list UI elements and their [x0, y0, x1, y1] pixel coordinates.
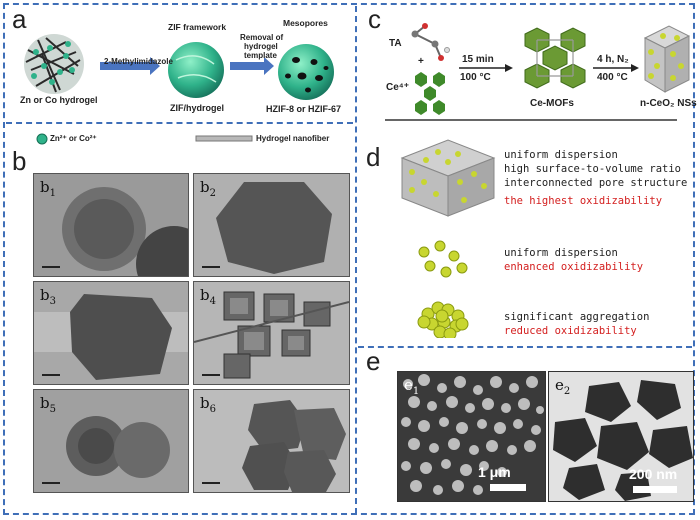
- e1-scale-bar: [490, 484, 526, 491]
- arrow-c1-head: [505, 64, 513, 72]
- d-group1-line1: uniform dispersion: [504, 149, 618, 161]
- hzif-label: HZIF-8 or HZIF-67: [266, 104, 342, 114]
- e2-texture: [553, 380, 693, 501]
- nanofiber-legend-icon: [195, 135, 253, 142]
- mof-label: Ce-MOFs: [530, 98, 574, 109]
- arrow-1: [100, 57, 160, 75]
- ion-legend-icon: [36, 133, 48, 145]
- arrow-c2-head: [631, 64, 639, 72]
- tem-image-b4: b4: [193, 281, 350, 385]
- legend-fiber-label: Hydrogel nanofiber: [256, 134, 330, 143]
- ta-molecule-icon: [411, 23, 450, 61]
- b1-label: b1: [40, 178, 56, 199]
- step2-bottom-label: 400 °C: [597, 72, 628, 83]
- legend-icons: [36, 133, 253, 145]
- step1-bottom-label: 100 °C: [460, 72, 491, 83]
- panel-c-schematic: [385, 23, 690, 121]
- step2-label-2: hydrogel: [244, 42, 278, 51]
- hydrogel-label: Zn or Co hydrogel: [20, 95, 98, 105]
- framework-label: ZIF framework: [168, 22, 227, 32]
- product-label: n-CeO₂ NSs: [640, 98, 697, 109]
- plus-sign: +: [418, 56, 424, 67]
- lattice-structure-icon: [400, 139, 496, 217]
- arrow-2: [230, 57, 274, 75]
- tem-image-b6: b6: [193, 389, 350, 493]
- ce-label: Ce⁴⁺: [386, 82, 410, 93]
- step2-label-3: template: [244, 51, 277, 60]
- hzif-sphere: [278, 44, 334, 100]
- divider-d-e: [358, 346, 692, 348]
- mesopores-label: Mesopores: [283, 18, 328, 28]
- sem-image-e2: e2 200 nm: [548, 371, 694, 502]
- e2-label: e2: [555, 376, 571, 397]
- panel-a-letter: a: [12, 4, 27, 34]
- step2-label-1: Removal of: [240, 33, 284, 42]
- panel-e-letter: e: [366, 346, 381, 376]
- tem-image-b1: b1: [33, 173, 189, 277]
- d-group2-line1: uniform dispersion: [504, 247, 618, 259]
- aggregated-particles-icon: [417, 301, 469, 338]
- zif-sphere: [168, 42, 224, 98]
- e1-scale-text: 1 μm: [478, 464, 511, 480]
- legend-ion-label: Zn²⁺ or Co²⁺: [50, 134, 97, 143]
- d-group2-highlight: enhanced oxidizability: [504, 261, 644, 273]
- e1-texture: [401, 374, 544, 495]
- panel-d-illustrations: [400, 139, 496, 338]
- e1-label: e1: [404, 376, 420, 397]
- tem-image-b2: b2: [193, 173, 350, 277]
- d-group1-highlight: the highest oxidizability: [504, 195, 663, 207]
- sem-image-e1: e1 1 μm: [397, 371, 546, 502]
- b2-label: b2: [200, 178, 216, 199]
- divider-a-b: [6, 122, 353, 124]
- figure-frame: [3, 3, 695, 515]
- d-group3-highlight: reduced oxidizability: [504, 325, 637, 337]
- b6-label: b6: [200, 394, 216, 415]
- d-group3-line1: significant aggregation: [504, 311, 650, 323]
- step1-label: 2-Methylimidazole: [104, 57, 173, 66]
- e2-scale-text: 200 nm: [629, 466, 678, 482]
- dispersed-particles-icon: [418, 240, 468, 278]
- panel-a-schematic: [24, 34, 334, 100]
- panel-d-letter: d: [366, 142, 381, 172]
- b4-label: b4: [200, 286, 216, 307]
- d-group1-line3: interconnected pore structure: [504, 177, 688, 189]
- tem-image-b3: b3: [33, 281, 189, 385]
- panel-b-letter: b: [12, 146, 27, 176]
- ta-label: TA: [389, 38, 402, 49]
- step1-top-label: 15 min: [462, 54, 494, 65]
- ceria-lattice-icon: [643, 25, 690, 93]
- b5-label: b5: [40, 394, 56, 415]
- d-group1-line2: high surface-to-volume ratio: [504, 163, 682, 175]
- b3-label: b3: [40, 286, 56, 307]
- vertical-divider: [355, 6, 357, 514]
- e2-scale-bar: [633, 486, 677, 493]
- ce-mof-structure: [524, 27, 586, 89]
- hydrogel-ball: [24, 34, 84, 94]
- ce-ion-hexagons: [415, 72, 445, 115]
- step2-top-label: 4 h, N₂: [597, 54, 629, 65]
- tem-image-b5: b5: [33, 389, 189, 493]
- panel-c-letter: c: [368, 4, 381, 34]
- zif-label: ZIF/hydrogel: [170, 103, 224, 113]
